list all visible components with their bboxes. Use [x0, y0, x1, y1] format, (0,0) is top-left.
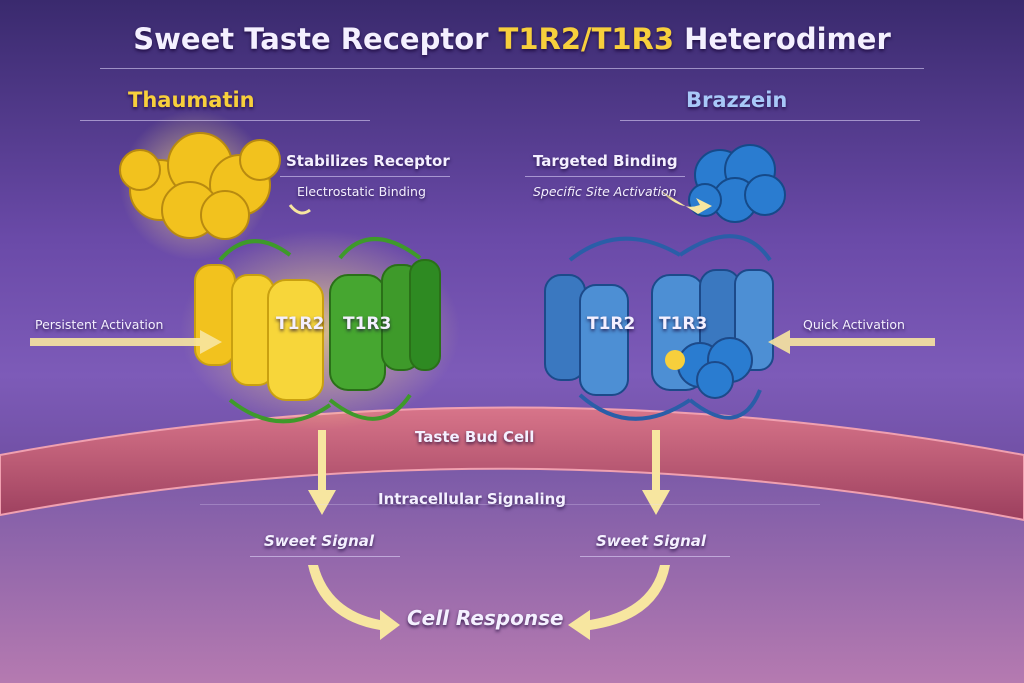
right-t1r3-label: T1R3 [659, 314, 708, 334]
cytoplasm [0, 465, 1024, 683]
divider [200, 504, 820, 505]
left-sweet-signal: Sweet Signal [264, 532, 375, 550]
arrows [30, 190, 935, 640]
title-divider [100, 68, 924, 69]
brazzein-binding: Specific Site Activation [533, 184, 677, 199]
title-suffix: Heterodimer [674, 22, 891, 56]
right-t1r2-label: T1R2 [587, 314, 636, 334]
cell-response-label: Cell Response [407, 606, 564, 630]
page-title: Sweet Taste Receptor T1R2/T1R3 Heterodim… [0, 22, 1024, 56]
divider [80, 120, 370, 121]
title-prefix: Sweet Taste Receptor [133, 22, 499, 56]
divider [250, 556, 400, 557]
thaumatin-binding: Electrostatic Binding [297, 184, 426, 199]
divider [280, 176, 450, 177]
thaumatin-action: Stabilizes Receptor [286, 152, 450, 170]
divider [580, 556, 730, 557]
brazzein-header: Brazzein [686, 88, 788, 112]
intracellular-label: Intracellular Signaling [378, 490, 567, 508]
left-t1r2-label: T1R2 [276, 314, 325, 334]
left-t1r3-label: T1R3 [343, 314, 392, 334]
divider [525, 176, 685, 177]
thaumatin-header: Thaumatin [128, 88, 255, 112]
membrane-label: Taste Bud Cell [415, 428, 535, 446]
brazzein-action: Targeted Binding [533, 152, 678, 170]
divider [620, 120, 920, 121]
right-sweet-signal: Sweet Signal [596, 532, 707, 550]
persistent-activation-label: Persistent Activation [35, 317, 164, 332]
title-highlight: T1R2/T1R3 [498, 22, 675, 56]
brazzein-receptor [544, 234, 774, 421]
quick-activation-label: Quick Activation [803, 317, 905, 332]
thaumatin-molecule [119, 110, 281, 260]
